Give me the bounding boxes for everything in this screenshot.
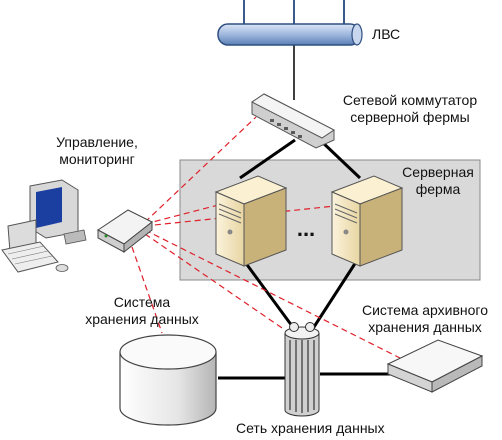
server1-to-san-line <box>243 261 297 331</box>
mgmt-to-archive-line <box>144 229 401 359</box>
fibre-channel-switch-icon <box>284 322 320 417</box>
server-farm-label: Серверная ферма <box>402 164 474 197</box>
server2-to-san-line <box>310 261 358 331</box>
solid-connections <box>218 44 390 380</box>
lan-pipe-icon <box>217 0 363 46</box>
server-icon <box>330 175 404 267</box>
tape-archive-icon <box>386 339 484 393</box>
control-label: Управление, мониторинг <box>56 134 138 167</box>
disk-storage-icon <box>119 334 217 426</box>
lan-label: ЛВС <box>372 26 401 42</box>
server-icon <box>214 175 288 267</box>
san-label: Сеть хранения данных <box>236 420 385 436</box>
archive-system-label: Система архивного хранения данных <box>361 302 489 335</box>
workstation-icon <box>1 179 87 273</box>
mgmt-to-san-line <box>144 233 286 331</box>
switch-to-server2-line <box>318 138 362 180</box>
server-ellipsis: ... <box>297 216 315 241</box>
storage-system-label: Система хранения данных <box>85 294 199 327</box>
network-switch-icon <box>251 93 335 149</box>
switch-to-server1-line <box>239 138 296 180</box>
mgmt-to-storage-line <box>131 246 163 334</box>
switch-label: Сетевой коммутатор серверной фермы <box>342 92 478 125</box>
mgmt-to-switch-line <box>144 116 257 223</box>
mgmt-to-server1-line <box>144 203 223 225</box>
kvm-switch-icon <box>97 209 153 254</box>
